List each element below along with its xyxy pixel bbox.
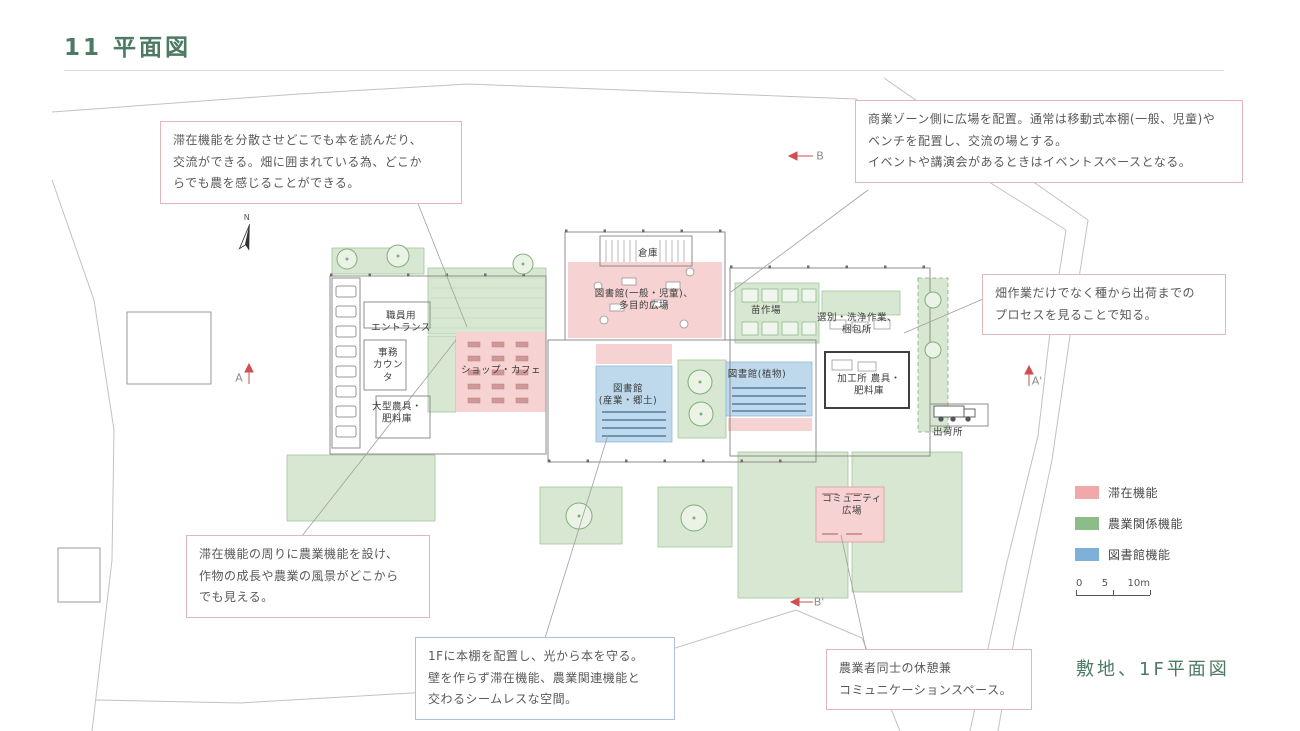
sorting-equipment: [829, 319, 891, 372]
cafe-tables: [467, 341, 529, 404]
zone-library-industry: [595, 365, 673, 443]
section-marker-a-prime: A': [1031, 374, 1043, 388]
callout-bookshelf-1f: 1Fに本棚を配置し、光から本を守る。 壁を作らず滞在機能、農業関連機能と 交わる…: [415, 637, 675, 720]
legend-label-stay: 滞在機能: [1108, 486, 1159, 500]
parking-cars: [335, 285, 357, 438]
zone-community-plaza: [815, 486, 885, 543]
legend: 滞在機能 農業関係機能 図書館機能: [1075, 484, 1183, 577]
legend-item-agriculture: 農業関係機能: [1075, 515, 1183, 532]
legend-label-library: 図書館機能: [1108, 548, 1171, 562]
zone-tables-south: [728, 418, 812, 431]
label-staff-entrance: 職員用 エントランス: [371, 310, 431, 334]
legend-item-stay: 滞在機能: [1075, 484, 1183, 501]
label-community-plaza: コミュニティ 広場: [822, 493, 882, 517]
section-marker-b: B: [816, 149, 824, 163]
north-arrow-icon: [238, 224, 251, 251]
callout-agri-around-stay: 滞在機能の周りに農業機能を設け、 作物の成長や農業の風景がどこから でも見える。: [186, 535, 430, 618]
stay-color-swatch: [1075, 486, 1099, 499]
label-sorting: 選別・洗浄作業、 梱包所: [816, 312, 898, 336]
community-benches: [822, 493, 862, 535]
truck-icon: [933, 405, 976, 422]
neighbor-buildings: [57, 311, 212, 603]
zone-reading-tables: [596, 344, 672, 364]
callout-farmer-rest: 農業者同士の休憩兼 コミュニケーションスペース。: [826, 649, 1032, 711]
scale-label-0: 0: [1076, 578, 1083, 589]
scale-tick: [1150, 590, 1151, 595]
agriculture-color-swatch: [1075, 517, 1099, 530]
library-shelves: [602, 387, 806, 437]
north-label: N: [243, 212, 251, 222]
scale-label-10m: 10m: [1127, 578, 1150, 589]
building-outlines: [329, 231, 989, 463]
title-divider: [64, 70, 1224, 71]
label-storage: 倉庫: [637, 247, 659, 259]
legend-item-library: 図書館機能: [1075, 546, 1183, 563]
label-large-equipment: 大型農具・ 肥料庫: [371, 401, 423, 425]
page-title: 11 平面図: [64, 35, 192, 61]
label-library-plants: 図書館(植物): [727, 368, 787, 380]
label-processing: 加工所 農具・ 肥料庫: [837, 373, 901, 397]
label-nursery: 苗作場: [750, 304, 782, 316]
plan-caption: 敷地、1F平面図: [1076, 659, 1230, 680]
scale-tick: [1113, 590, 1114, 595]
section-marker-b-prime: B': [813, 595, 825, 609]
scale-bar: 0 5 10m: [1076, 578, 1151, 596]
callout-field-process: 畑作業だけでなく種から出荷までの プロセスを見ることで知る。: [982, 274, 1226, 336]
label-library-general: 図書館(一般・児童)、 多目的広場: [594, 288, 694, 312]
trees: [336, 244, 942, 532]
nursery-plots: [741, 288, 817, 336]
warehouse-shelves: [605, 240, 685, 262]
legend-label-agriculture: 農業関係機能: [1108, 517, 1184, 531]
library-color-swatch: [1075, 548, 1099, 561]
callout-commercial-plaza: 商業ゾーン側に広場を配置。通常は移動式本棚(一般、児童)や ベンチを配置し、交流…: [855, 100, 1243, 183]
leader-lines: [301, 189, 984, 651]
scale-bar-labels: 0 5 10m: [1076, 578, 1150, 589]
scale-tick: [1076, 590, 1077, 595]
label-shop-cafe: ショップ・カフェ: [460, 364, 542, 376]
zone-multipurpose-plaza: [568, 262, 722, 338]
callout-stay-distributed: 滞在機能を分散させどこでも本を読んだり、 交流ができる。畑に囲まれている為、どこ…: [160, 121, 462, 204]
section-marks: [244, 151, 1034, 607]
scale-bar-line: [1076, 590, 1151, 596]
plaza-furniture: [593, 267, 695, 329]
scale-label-5: 5: [1101, 578, 1109, 589]
section-marker-a: A: [235, 371, 243, 385]
label-office-counter: 事務 カウン タ: [372, 347, 404, 384]
field-rows: [430, 277, 544, 329]
shipping-dock: [929, 403, 989, 427]
label-shipping: 出荷所: [932, 426, 964, 438]
label-library-industry: 図書館 (産業・郷土): [598, 383, 658, 407]
